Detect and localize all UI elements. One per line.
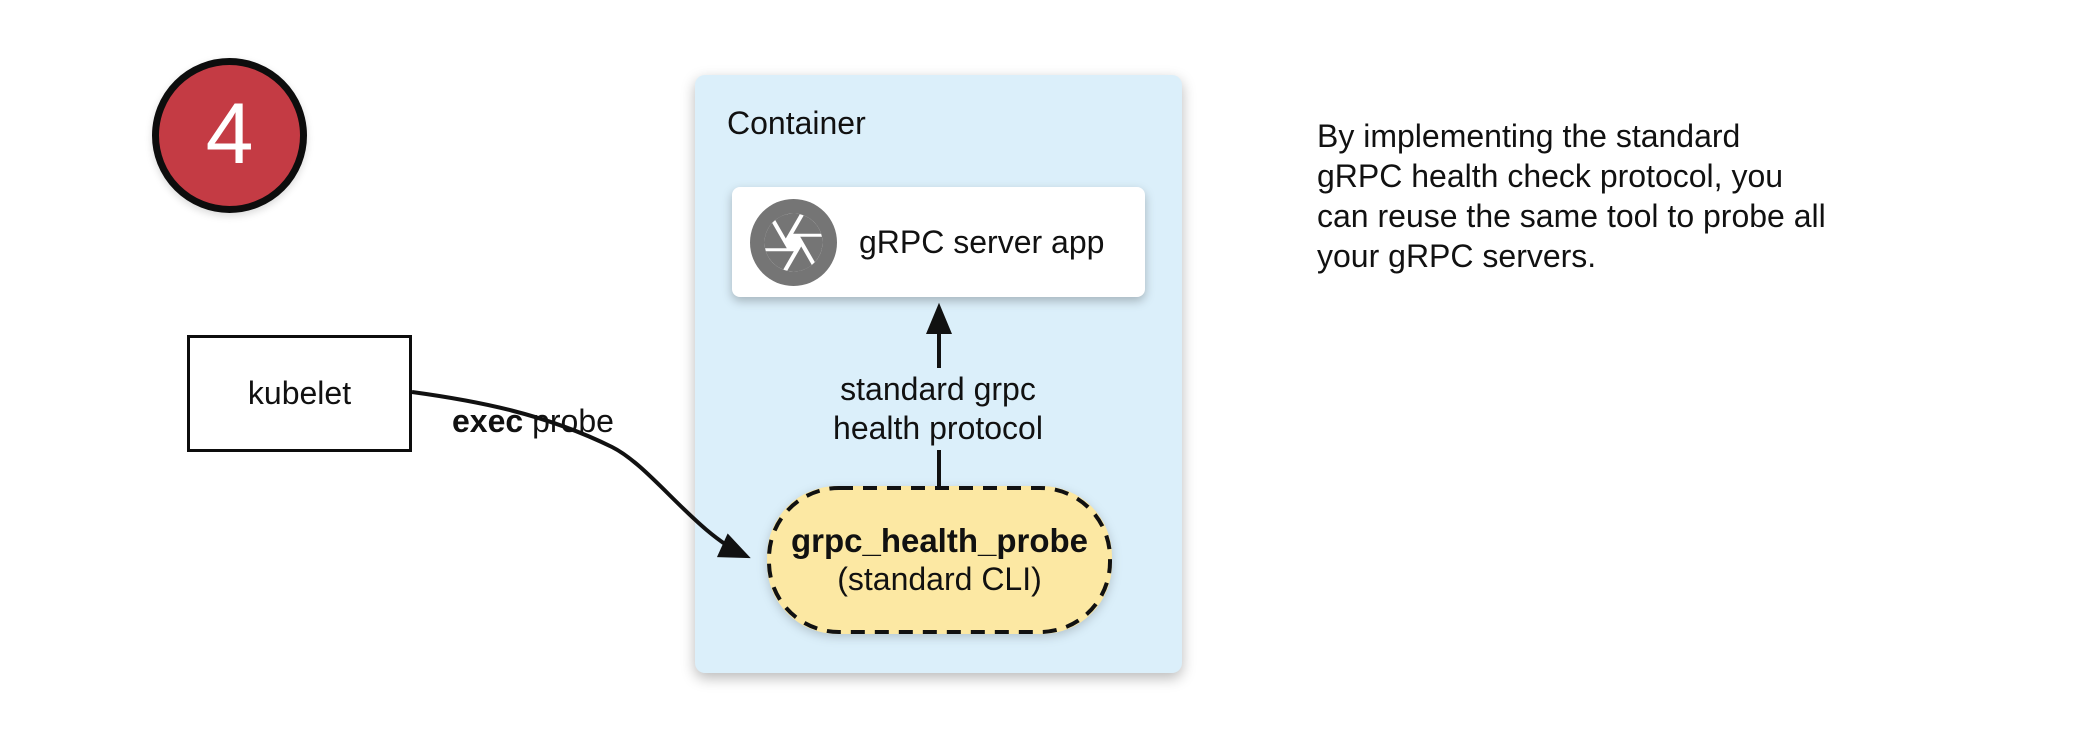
step-number: 4 (205, 85, 254, 182)
grpc-server-app-node: gRPC server app (732, 187, 1145, 297)
container-node: Container gRPC server app standard grpc … (695, 75, 1182, 673)
step-badge: 4 (152, 58, 307, 213)
caption-line: By implementing the standard (1317, 118, 1741, 154)
kubelet-label: kubelet (247, 375, 352, 411)
exec-probe-label-rest: probe (523, 403, 614, 439)
protocol-label-line2: health protocol (833, 410, 1043, 446)
camera-aperture-icon (750, 198, 837, 286)
exec-probe-label-bold: exec (452, 403, 524, 439)
container-title: Container (727, 105, 866, 141)
dashed-border (767, 486, 1112, 634)
exec-probe-label: exec probe (452, 403, 614, 440)
grpc-server-app-label: gRPC server app (859, 223, 1105, 260)
protocol-label-line1: standard grpc (840, 371, 1036, 407)
caption-text: By implementing the standard gRPC health… (1317, 116, 1826, 276)
caption-line: your gRPC servers. (1317, 238, 1597, 274)
caption-line: can reuse the same tool to probe all (1317, 198, 1826, 234)
protocol-arrow-label: standard grpc health protocol (803, 368, 1073, 450)
grpc-health-probe-name: grpc_health_probe (790, 522, 1089, 559)
caption-line: gRPC health check protocol, you (1317, 158, 1784, 194)
kubelet-node: kubelet (187, 335, 412, 452)
grpc-health-probe-node: grpc_health_probe (standard CLI) (767, 486, 1112, 634)
grpc-health-probe-subtitle: (standard CLI) (837, 561, 1042, 597)
